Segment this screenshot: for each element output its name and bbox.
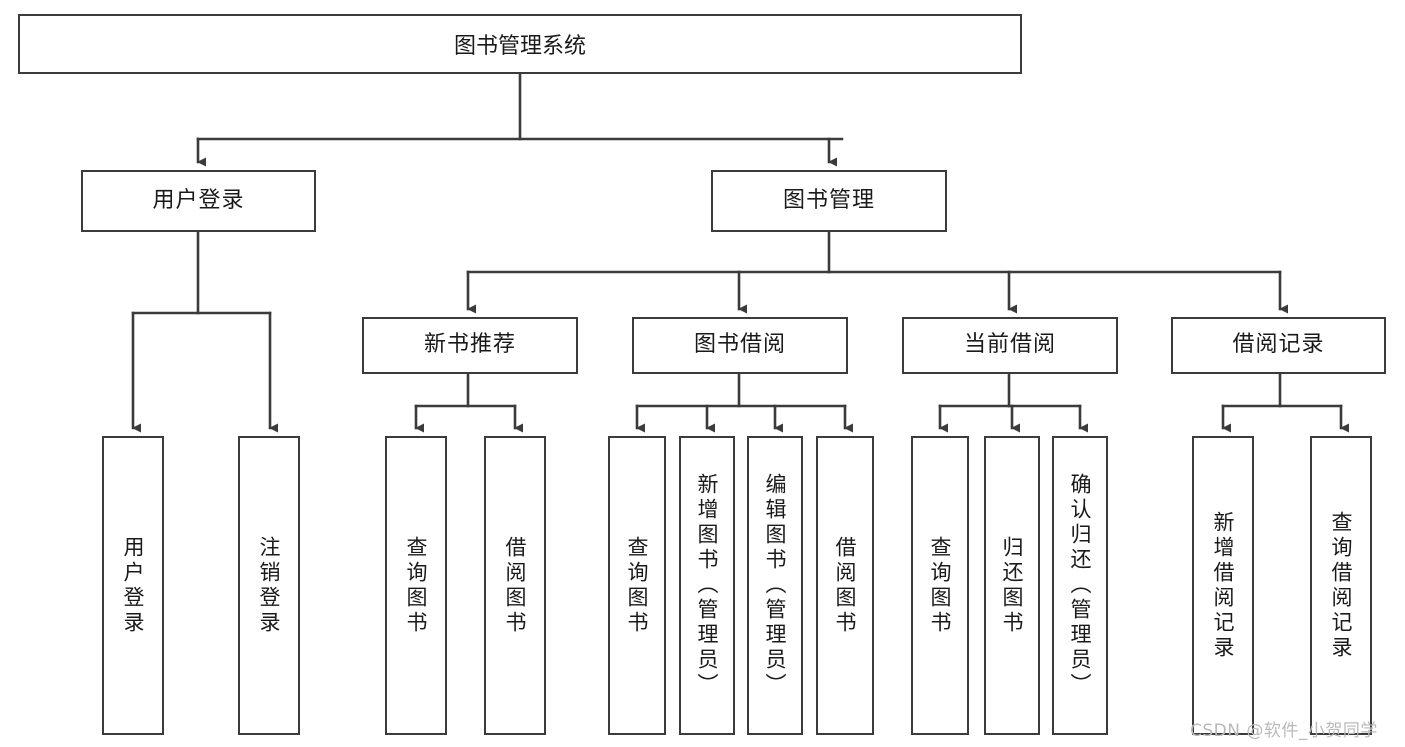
- leaf-add-borrow-record[interactable]: 新增借阅记录: [1192, 436, 1254, 735]
- node-new-book-recommend[interactable]: 新书推荐: [362, 317, 578, 374]
- leaf-label: 归还图书: [1000, 535, 1025, 636]
- node-book-borrow[interactable]: 图书借阅: [632, 317, 848, 374]
- leaf-borrow-book-recommend[interactable]: 借阅图书: [484, 436, 546, 735]
- leaf-label: 借阅图书: [833, 535, 858, 636]
- leaf-query-book-borrow[interactable]: 查询图书: [608, 436, 666, 735]
- node-current-borrow[interactable]: 当前借阅: [902, 317, 1118, 374]
- leaf-label: 查询图书: [625, 535, 650, 636]
- leaf-logout[interactable]: 注销登录: [238, 436, 300, 735]
- leaf-label: 注销登录: [257, 535, 282, 636]
- node-root-label: 图书管理系统: [453, 34, 586, 59]
- leaf-query-book-recommend[interactable]: 查询图书: [385, 436, 447, 735]
- leaf-label: 借阅图书: [503, 535, 528, 636]
- node-new-book-recommend-label: 新书推荐: [423, 332, 516, 358]
- node-book-management-label: 图书管理: [782, 187, 875, 213]
- leaf-label: 查询借阅记录: [1329, 510, 1354, 661]
- leaf-label: 编辑图书（管理员）: [763, 473, 788, 698]
- leaf-query-borrow-record[interactable]: 查询借阅记录: [1310, 436, 1372, 735]
- leaf-label: 新增图书（管理员）: [695, 473, 720, 698]
- leaf-label: 确认归还（管理员）: [1068, 473, 1093, 698]
- node-user-login-label: 用户登录: [152, 187, 245, 213]
- leaf-borrow-book[interactable]: 借阅图书: [816, 436, 874, 735]
- node-current-borrow-label: 当前借阅: [963, 332, 1056, 358]
- leaf-edit-book-admin[interactable]: 编辑图书（管理员）: [747, 436, 803, 735]
- node-borrow-record-label: 借阅记录: [1232, 332, 1325, 358]
- leaf-user-login[interactable]: 用户登录: [102, 436, 164, 735]
- node-book-management[interactable]: 图书管理: [711, 170, 947, 232]
- leaf-label: 查询图书: [928, 535, 953, 636]
- node-user-login[interactable]: 用户登录: [81, 170, 316, 232]
- node-root[interactable]: 图书管理系统: [18, 14, 1022, 74]
- leaf-query-book-current[interactable]: 查询图书: [911, 436, 969, 735]
- leaf-confirm-return-admin[interactable]: 确认归还（管理员）: [1052, 436, 1108, 735]
- csdn-watermark: CSDN @软件_小贺同学: [1190, 721, 1378, 741]
- leaf-add-book-admin[interactable]: 新增图书（管理员）: [679, 436, 735, 735]
- leaf-label: 用户登录: [121, 535, 146, 636]
- leaf-label: 查询图书: [404, 535, 429, 636]
- leaf-label: 新增借阅记录: [1211, 510, 1236, 661]
- node-borrow-record[interactable]: 借阅记录: [1171, 317, 1386, 374]
- node-book-borrow-label: 图书借阅: [693, 332, 786, 358]
- leaf-return-book[interactable]: 归还图书: [984, 436, 1040, 735]
